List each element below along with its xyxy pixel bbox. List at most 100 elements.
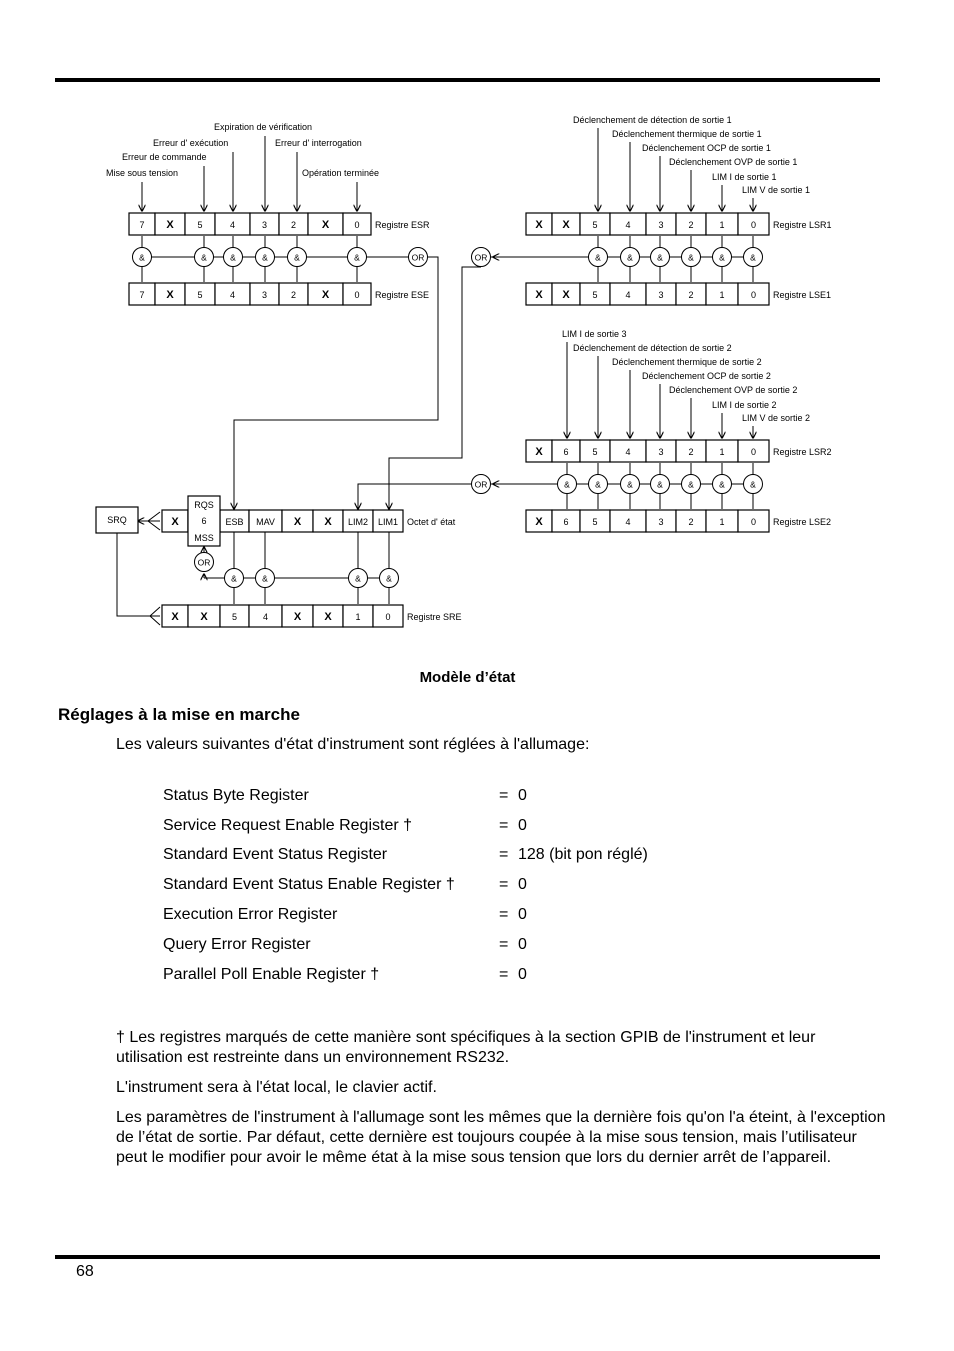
and-gate-label: & bbox=[262, 574, 268, 584]
lse1-bit-label: 4 bbox=[625, 290, 630, 300]
or-gate-label: OR bbox=[475, 253, 488, 263]
register-value: 0 bbox=[518, 817, 527, 834]
and-gate-label: & bbox=[230, 253, 236, 263]
sre-bit-label: 5 bbox=[232, 612, 237, 622]
lse1-bit-label: X bbox=[562, 289, 570, 301]
lsr2-bit-label: 1 bbox=[719, 447, 724, 457]
esr-bit-label: 7 bbox=[139, 220, 144, 230]
and-gate-label: & bbox=[688, 253, 694, 263]
status-byte-bit-label: LIM2 bbox=[348, 517, 368, 527]
and-gate bbox=[132, 247, 152, 267]
ese-bit-label: 2 bbox=[291, 290, 296, 300]
lsr2-bit-cell bbox=[737, 439, 770, 463]
status-byte-bit-label: LIM1 bbox=[378, 517, 398, 527]
or-gate bbox=[471, 247, 491, 267]
and-gate bbox=[255, 247, 275, 267]
lse1-bit-cell bbox=[737, 282, 770, 306]
and-gate bbox=[681, 474, 701, 494]
lsr1-input-label: LIM I de sortie 1 bbox=[712, 172, 777, 182]
status-byte-bit-label: X bbox=[324, 516, 332, 528]
and-gate-label: & bbox=[688, 480, 694, 490]
esr-bit-label: 0 bbox=[354, 220, 359, 230]
or-gate bbox=[471, 474, 491, 494]
lse2-bit-label: 2 bbox=[688, 517, 693, 527]
lsr1-bit-label: 5 bbox=[592, 220, 597, 230]
ese-bit-label: X bbox=[322, 289, 330, 301]
and-gate bbox=[620, 474, 640, 494]
and-gate-label: & bbox=[627, 253, 633, 263]
register-value: 0 bbox=[518, 787, 527, 804]
register-name: Query Error Register bbox=[163, 936, 311, 953]
and-gate-label: & bbox=[139, 253, 145, 263]
esr-input-label: Opération terminée bbox=[302, 168, 379, 178]
and-gate bbox=[743, 474, 763, 494]
lsr2-label: Registre LSR2 bbox=[773, 447, 832, 457]
lsr2-bit-label: 0 bbox=[751, 447, 756, 457]
and-gate-label: & bbox=[719, 480, 725, 490]
ese-bit-label: 0 bbox=[354, 290, 359, 300]
equals-sign: = bbox=[499, 846, 509, 863]
and-gate bbox=[588, 247, 608, 267]
lsr1-bit-cell bbox=[737, 212, 770, 236]
lsr1-bit-label: 0 bbox=[751, 220, 756, 230]
and-gate-label: & bbox=[294, 253, 300, 263]
esr-bit-label: 2 bbox=[291, 220, 296, 230]
intro-text: Les valeurs suivantes d'état d'instrumen… bbox=[116, 736, 590, 753]
lse1-bit-label: 1 bbox=[719, 290, 724, 300]
register-row: Query Error Register = 0 bbox=[163, 936, 763, 960]
lsr2-input-label: Déclenchement de détection de sortie 2 bbox=[573, 343, 732, 353]
lsr1-input-label: Déclenchement thermique de sortie 1 bbox=[612, 129, 762, 139]
lsr1-input-label: Déclenchement OCP de sortie 1 bbox=[642, 143, 771, 153]
lsr1-bit-label: X bbox=[535, 219, 543, 231]
bottom-rule bbox=[55, 1255, 880, 1259]
and-gate bbox=[588, 474, 608, 494]
connector-line bbox=[116, 533, 160, 617]
and-gate-label: & bbox=[750, 253, 756, 263]
lsr2-bit-label: 5 bbox=[592, 447, 597, 457]
status-byte-label: Octet d' état bbox=[407, 517, 456, 527]
equals-sign: = bbox=[499, 817, 509, 834]
lsr1-bit-label: 2 bbox=[688, 220, 693, 230]
power-on-paragraph: Les paramètres de l'instrument à l'allum… bbox=[116, 1109, 886, 1166]
and-gate-label: & bbox=[354, 253, 360, 263]
and-gate bbox=[743, 247, 763, 267]
register-name: Service Request Enable Register † bbox=[163, 817, 413, 834]
lsr2-bit-label: 4 bbox=[625, 447, 630, 457]
lsr2-input-label: LIM I de sortie 2 bbox=[712, 400, 777, 410]
srq-box bbox=[95, 506, 139, 534]
srq-label: SRQ bbox=[107, 515, 127, 525]
or-gate-label: OR bbox=[198, 558, 211, 568]
section-heading: Réglages à la mise en marche bbox=[58, 705, 300, 724]
lsr2-input-label: Déclenchement OCP de sortie 2 bbox=[642, 371, 771, 381]
mss-label: MSS bbox=[194, 533, 214, 543]
and-gate bbox=[379, 568, 399, 588]
ese-bit-label: 5 bbox=[197, 290, 202, 300]
and-gate-label: & bbox=[595, 253, 601, 263]
equals-sign: = bbox=[499, 876, 509, 893]
register-value: 0 bbox=[518, 966, 527, 983]
equals-sign: = bbox=[499, 966, 509, 983]
lsr2-bit-label: X bbox=[535, 446, 543, 458]
lsr1-bit-label: X bbox=[562, 219, 570, 231]
or-gate bbox=[408, 247, 428, 267]
sre-bit-label: 4 bbox=[263, 612, 268, 622]
lse1-bit-label: 5 bbox=[592, 290, 597, 300]
lse1-bit-label: 2 bbox=[688, 290, 693, 300]
ese-bit-label: 3 bbox=[262, 290, 267, 300]
esr-input-label: Erreur de commande bbox=[122, 152, 207, 162]
diagram-caption: Modèle d’état bbox=[419, 669, 516, 686]
equals-sign: = bbox=[499, 936, 509, 953]
lse2-bit-cell bbox=[737, 509, 770, 533]
register-name: Parallel Poll Enable Register † bbox=[163, 966, 380, 983]
esr-bit-label: 4 bbox=[230, 220, 235, 230]
lse2-bit-label: 5 bbox=[592, 517, 597, 527]
lse2-bit-label: 1 bbox=[719, 517, 724, 527]
esr-input-label: Mise sous tension bbox=[106, 168, 178, 178]
register-value: 0 bbox=[518, 876, 527, 893]
sre-bit-label: X bbox=[171, 611, 179, 623]
lsr2-input-label: Déclenchement thermique de sortie 2 bbox=[612, 357, 762, 367]
ese-label: Registre ESE bbox=[375, 290, 429, 300]
register-name: Status Byte Register bbox=[163, 787, 309, 804]
status-byte-bit-cell bbox=[372, 509, 404, 533]
